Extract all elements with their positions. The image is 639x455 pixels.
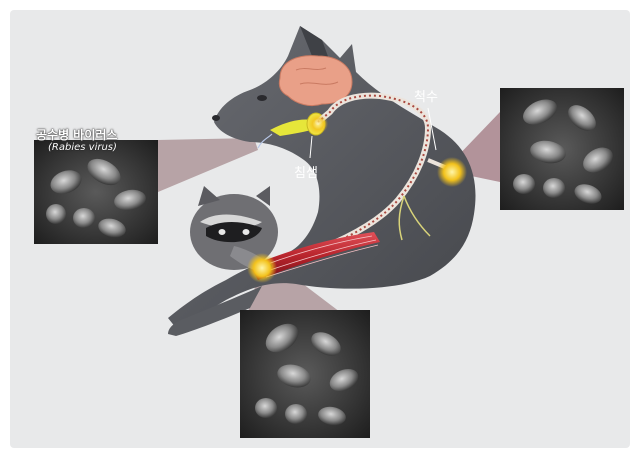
virus-name-korean: 공수병 바이러스 <box>36 126 117 143</box>
brain <box>279 56 352 106</box>
salivary-gland-label: 침샘 <box>294 162 318 181</box>
spinal-cord-label: 척수 <box>414 86 438 105</box>
left-connector <box>158 138 258 192</box>
gland-infection-site <box>308 114 328 134</box>
bite-infection-site <box>247 253 277 283</box>
micrograph-left <box>34 140 158 244</box>
spinal-infection-site <box>437 157 467 187</box>
virus-name-latin: (Rabies virus) <box>48 142 117 153</box>
micrograph-bottom <box>240 310 370 438</box>
micrograph-right <box>500 88 624 210</box>
